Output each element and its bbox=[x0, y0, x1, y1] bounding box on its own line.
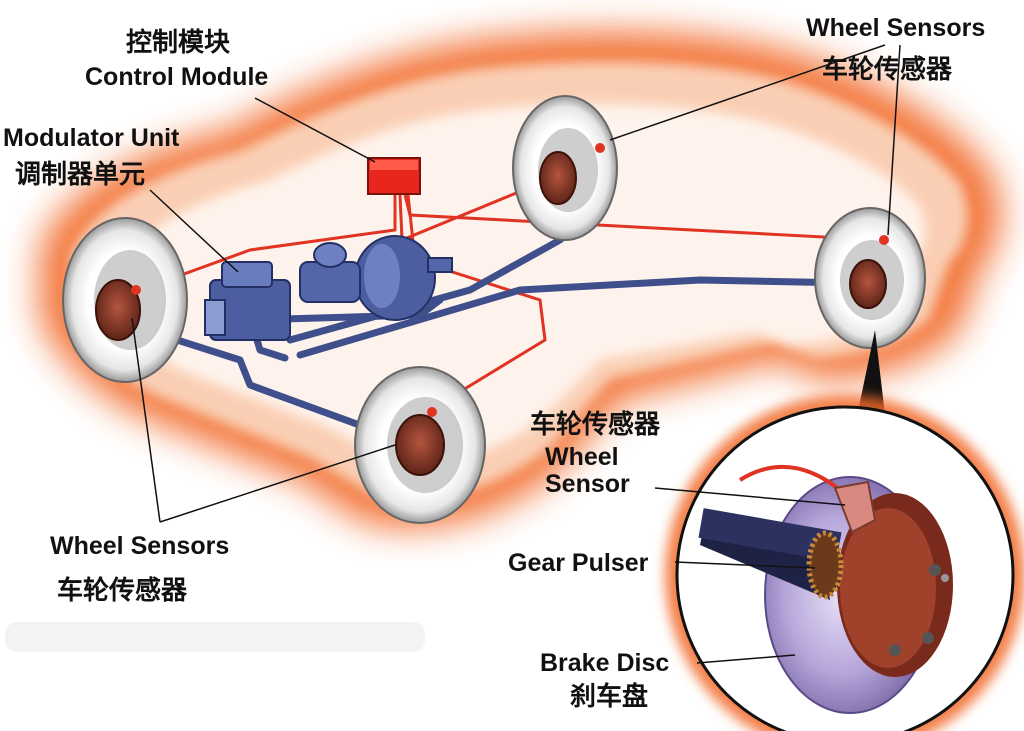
brake-booster bbox=[299, 235, 453, 321]
label-wheel-sensor-mid-zh: 车轮传感器 bbox=[530, 410, 661, 440]
label-wheel-sensors-left-zh: 车轮传感器 bbox=[57, 576, 188, 606]
footer-strip bbox=[5, 622, 425, 652]
brake-detail-inset bbox=[665, 395, 1024, 731]
label-brake-disc-zh: 刹车盘 bbox=[570, 682, 649, 712]
car-body bbox=[40, 31, 1001, 528]
sensor-cable bbox=[738, 464, 842, 492]
label-modulator-unit-en: Modulator Unit bbox=[3, 124, 180, 152]
label-wheel-sensors-top-en: Wheel Sensors bbox=[806, 14, 986, 42]
modulator-unit bbox=[204, 261, 291, 341]
label-modulator-unit-zh: 调制器单元 bbox=[15, 160, 146, 190]
label-brake-disc-en: Brake Disc bbox=[540, 649, 670, 677]
wheel-front-left bbox=[62, 217, 188, 383]
leader-lines bbox=[131, 44, 901, 664]
label-wheel-sensor-mid-en-1: Wheel bbox=[545, 443, 619, 471]
wheel-front-right bbox=[354, 366, 486, 524]
label-control-module-zh: 控制模块 bbox=[126, 28, 231, 58]
label-wheel-sensors-top-zh: 车轮传感器 bbox=[822, 55, 953, 85]
wheel-sensor-body bbox=[833, 480, 877, 534]
label-wheel-sensors-left-en: Wheel Sensors bbox=[50, 532, 230, 560]
wheel-rear-right bbox=[814, 207, 926, 349]
label-control-module-en: Control Module bbox=[85, 63, 269, 91]
label-wheel-sensor-mid-en-2: Sensor bbox=[545, 470, 630, 498]
gear-pulser-ring bbox=[806, 530, 844, 600]
label-gear-pulser: Gear Pulser bbox=[508, 549, 649, 577]
wheel-rear-left bbox=[512, 95, 618, 241]
control-module bbox=[367, 157, 421, 195]
